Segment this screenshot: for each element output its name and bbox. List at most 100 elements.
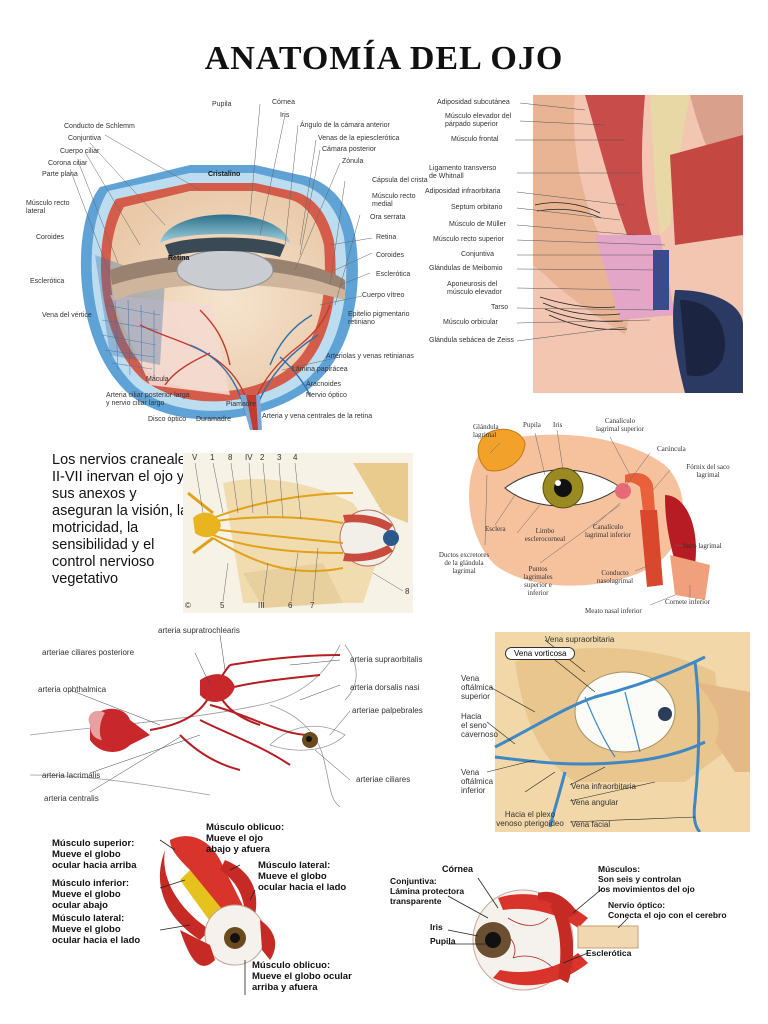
label-adiposidad-infra: Adiposidad infraorbitaria (425, 188, 501, 195)
cranial-nerves-illustration (183, 453, 413, 613)
label-cuerpo-vitreo: Cuerpo vítreo (362, 292, 405, 299)
page-title: ANATOMÍA DEL OJO (204, 40, 564, 77)
label-meibomio: Glándulas de Meibomio (429, 265, 503, 272)
label-cuerpo-ciliar: Cuerpo ciliar (60, 148, 100, 155)
label-arteria-ciliar: Arteria ciliar posterior larga y nervio … (106, 392, 190, 407)
label-conducto: Conducto nasolagrimal (596, 569, 634, 585)
label-recto-superior: Músculo recto superior (433, 236, 504, 243)
label-capsula: Cápsula del crista (372, 177, 428, 184)
label-angular: Vena angular (571, 798, 619, 807)
label-lacrimalis: arteria lacrimalis (42, 771, 101, 780)
label-supraorbitaria: Vena supraorbitaria (545, 635, 615, 644)
cranial-nerves-description: Los nervios craneales II-VII inervan el … (52, 452, 194, 587)
label-coroides-left: Coroides (36, 234, 65, 241)
label-infraorbitaria: Vena infraorbitaria (571, 782, 636, 791)
label-tarso: Tarso (491, 304, 509, 311)
label-dorsalis: arteria dorsalis nasi (350, 683, 420, 692)
label-ciliares-post: arteriae ciliares posteriore (42, 648, 135, 657)
nerve-number-top: 4 (293, 453, 298, 462)
label-ciliares: arteriae ciliares (356, 775, 411, 784)
label-camara-posterior: Cámara posterior (322, 146, 377, 153)
label-elevador: Músculo elevador del párpado superior (445, 113, 512, 128)
label-orbicular: Músculo orbicular (443, 319, 498, 326)
label-limbo: Limbo esclerocorneal (524, 527, 566, 543)
label-nervio-overview: Nervio óptico: Conecta el ojo con el cer… (608, 900, 727, 920)
label-aponeurosis: Aponeurosis del músculo elevador (447, 281, 502, 296)
label-pupila-overview: Pupila (430, 936, 456, 946)
label-piamadre: Piamadre (226, 401, 256, 408)
label-retina-inner: Retina (168, 255, 190, 262)
label-iris: Iris (280, 112, 290, 119)
nerve-number-bottom: III (258, 601, 265, 610)
nerve-number-bottom: 7 (310, 601, 315, 610)
label-canaliculo-inf: Canalículo lagrimal inferior (584, 523, 632, 539)
nerve-number-bottom: 6 (288, 601, 293, 610)
label-oft-inf: Vena oftálmica inferior (461, 768, 494, 795)
nerve-number-side: 8 (405, 587, 410, 596)
label-lamina: Lámina papirácea (292, 366, 348, 373)
label-musculo-oblicuo-top: Músculo oblicuo: Mueve el ojo abajo y af… (206, 822, 285, 855)
label-angulo: Ángulo de la cámara anterior (300, 122, 390, 129)
label-septum: Septum orbitario (451, 204, 503, 211)
label-plexo: Hacia el plexo venoso pterigoideo (496, 810, 564, 828)
label-esclerotica-left: Esclerótica (30, 278, 65, 285)
label-ora-serrata: Ora serrata (370, 214, 406, 221)
label-conjuntiva-overview: Conjuntiva: Lámina protectora transparen… (390, 876, 465, 906)
label-centralis: arteria centralis (44, 794, 99, 803)
label-esclera: Esclera (485, 525, 506, 533)
extraocular-muscles-illustration (159, 836, 276, 995)
ophthalmic-veins-illustration (486, 632, 750, 832)
label-retina-right: Retina (376, 234, 397, 241)
label-cornea: Córnea (272, 99, 295, 106)
label-supratrochlearis: arteria supratrochlearis (158, 626, 240, 635)
eye-cross-section-illustration (69, 103, 373, 430)
label-cornete: Cornete inferior (665, 598, 710, 606)
label-conjuntiva: Conjuntiva (68, 135, 102, 142)
label-pupila: Pupila (212, 101, 232, 108)
lacrimal-panel: Glándula lagrimal Pupila Iris Canalículo… (425, 415, 750, 620)
eyelid-section-panel: Adiposidad subcutánea Músculo elevador d… (425, 95, 743, 395)
label-parte-plana: Parte plana (42, 171, 78, 178)
label-corona-ciliar: Corona ciliar (48, 160, 88, 167)
eyeball-overview-panel: Córnea Conjuntiva: Lámina protectora tra… (388, 858, 748, 998)
nerve-number-top: 8 (228, 453, 233, 462)
nerve-number-top: V (192, 453, 198, 462)
label-saco: Saco lagrimal (683, 542, 722, 550)
label-arteria-vena-central: Arteria y vena centrales de la retina (262, 413, 373, 420)
label-musculo-lateral-right: Músculo lateral: Mueve el globo ocular h… (258, 860, 347, 893)
label-coroides-right: Coroides (376, 252, 405, 259)
eyeball-overview-illustration (447, 877, 639, 991)
label-supraorbitalis: arteria supraorbitalis (350, 655, 423, 664)
label-zonula: Zónula (342, 158, 364, 165)
label-palpebrales: arteriae palpebrales (352, 706, 423, 715)
label-frontal: Músculo frontal (451, 136, 499, 143)
label-recto-medial: Músculo recto medial (372, 193, 416, 208)
label-recto-lateral: Músculo recto lateral (26, 200, 70, 215)
label-puntos: Puntos lagrimales superior e inferior (523, 565, 553, 597)
label-conjuntiva-lid: Conjuntiva (461, 251, 495, 258)
label-seno: Hacia el seno cavernoso (461, 712, 498, 739)
eyelid-section-illustration (515, 95, 743, 393)
label-vorticosa: Vena vorticosa (505, 647, 576, 660)
label-zeiss: Glándula sebácea de Zeiss (429, 337, 514, 344)
nerve-number-top: IV (245, 453, 253, 462)
label-musculo-superior: Músculo superior: Mueve el globo ocular … (52, 838, 137, 871)
label-canaliculo-sup: Canalículo lagrimal superior (595, 417, 644, 433)
label-disco-optico: Disco óptico (148, 416, 187, 423)
label-musculo-inferior: Músculo inferior: Mueve el globo ocular … (52, 878, 130, 911)
lacrimal-illustration (468, 428, 710, 606)
nerve-number-bottom: 5 (220, 601, 225, 610)
nerve-number-top: 2 (260, 453, 265, 462)
label-esclerotica-right: Esclerótica (376, 271, 411, 278)
eye-cross-section-panel: Pupila Córnea Iris Conducto de Schlemm Á… (0, 95, 430, 430)
ophthalmic-veins-panel: Vena supraorbitaria Vena vorticosa Vena … (455, 632, 750, 832)
label-glandula: Glándula lagrimal (473, 423, 499, 439)
label-fornix: Fórnix del saco lagrimal (686, 463, 730, 479)
label-cristalino: Cristalino (208, 171, 241, 178)
ophthalmic-arteries-illustration (30, 634, 357, 808)
label-ductos: Ductos excretores de la glándula lagrima… (438, 551, 490, 575)
label-caruncula: Carúncula (657, 445, 686, 453)
label-facial: Vena facial (571, 820, 611, 829)
ophthalmic-arteries-panel: arteria supratrochlearis arteriae ciliar… (30, 625, 440, 810)
label-duramadre: Duramadre (196, 416, 232, 423)
